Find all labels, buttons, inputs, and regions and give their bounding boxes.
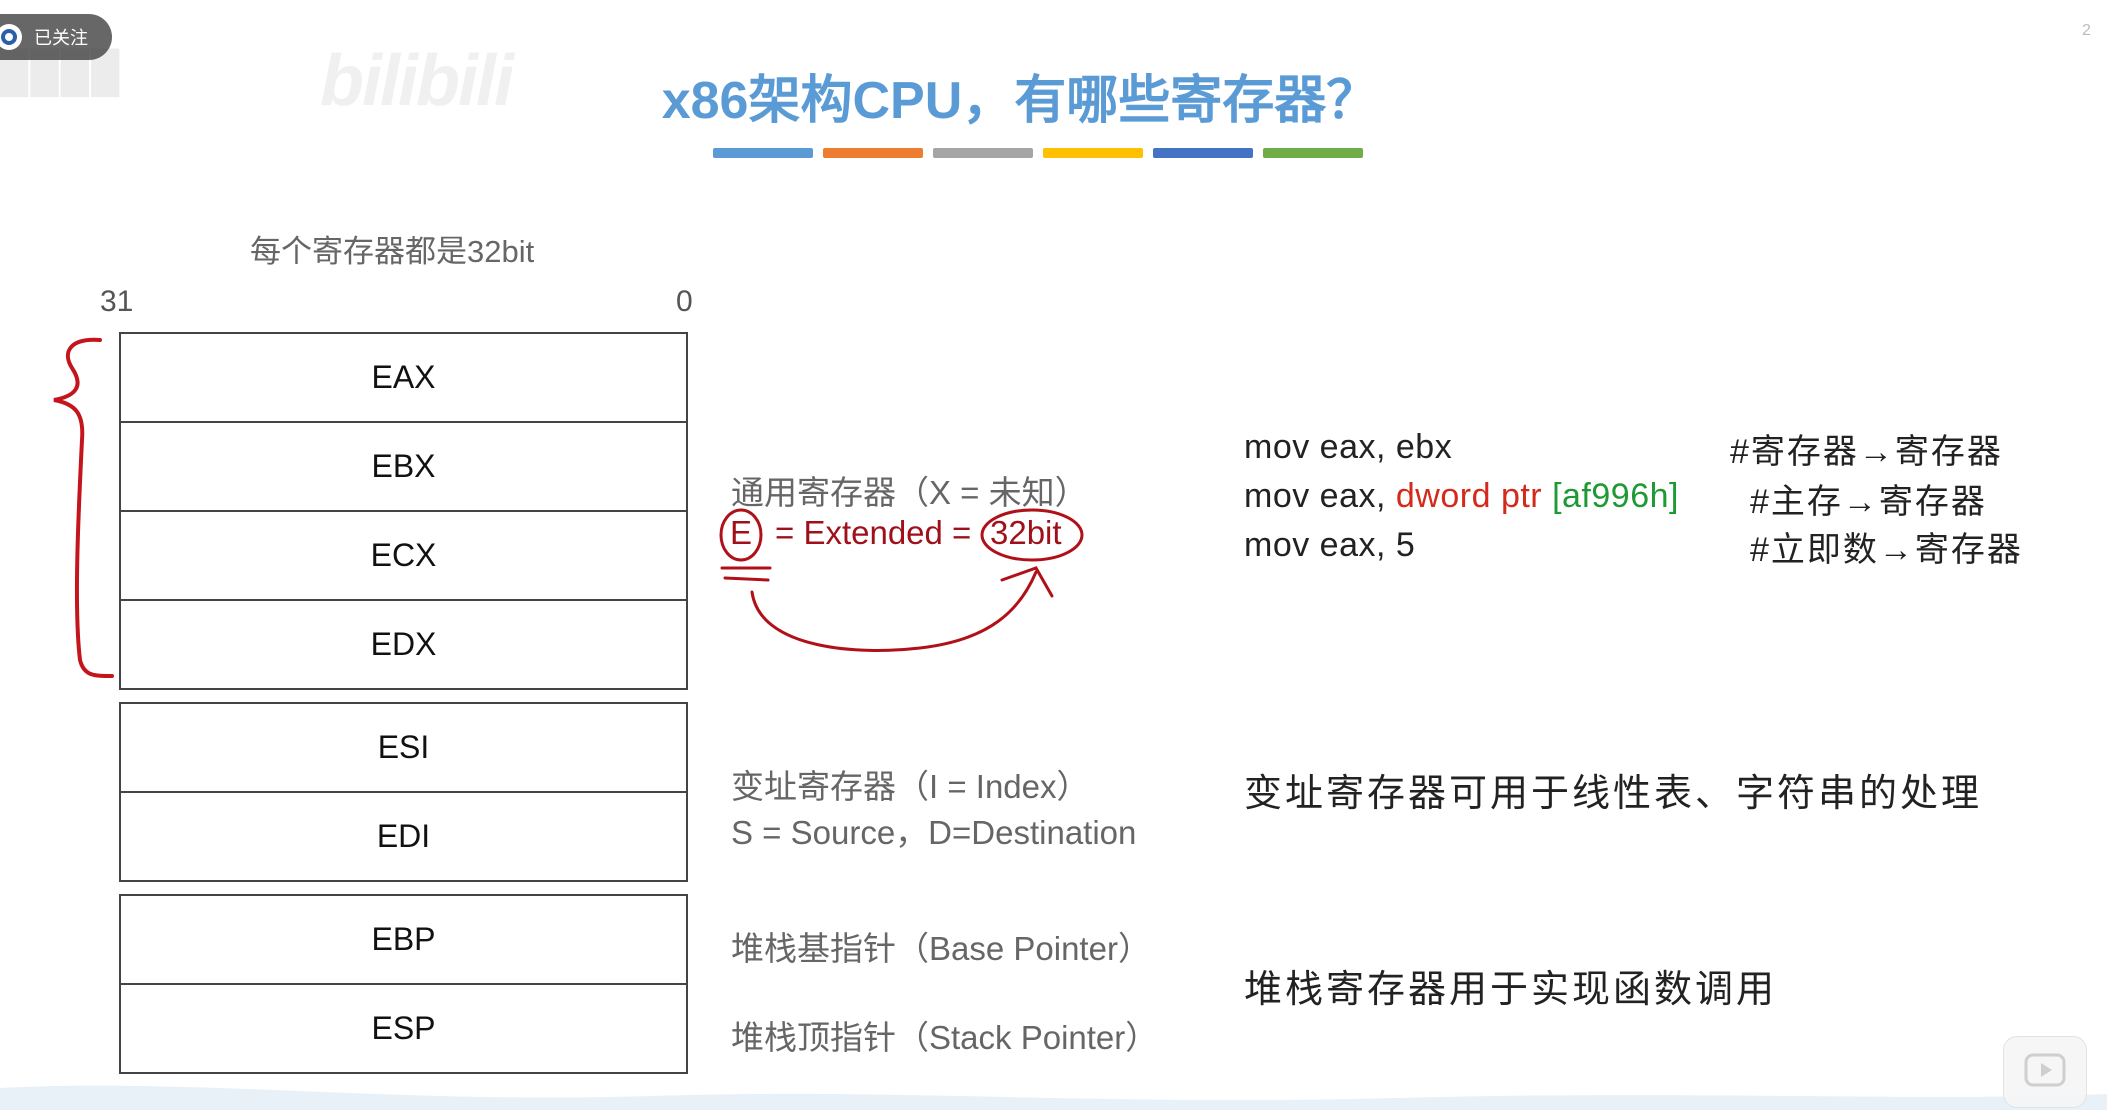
- code-line-1: mov eax, ebx: [1244, 428, 1453, 466]
- stack-register-group: EBP ESP: [119, 894, 688, 1074]
- slide-title: x86架构CPU，有哪些寄存器？: [661, 72, 1379, 130]
- accent-bar-5: [1153, 148, 1253, 158]
- register-ecx: ECX: [121, 512, 686, 601]
- code-line-3: mov eax, 5: [1244, 526, 1416, 564]
- extended-e-label: E: [730, 514, 753, 551]
- bit32-label: 32bit: [990, 514, 1062, 551]
- bilibili-watermark: bilibili: [320, 41, 514, 121]
- general-register-desc: 通用寄存器（X = 未知）: [731, 474, 1088, 511]
- red-arrow-head: [1000, 566, 1054, 598]
- base-pointer-desc: 堆栈基指针（Base Pointer）: [731, 930, 1151, 967]
- follow-label: 已关注: [34, 28, 88, 48]
- memory-address: [af996h]: [1552, 477, 1679, 515]
- register-width-note: 每个寄存器都是32bit: [250, 234, 535, 269]
- register-edx: EDX: [370, 626, 437, 662]
- code-comment-1: #寄存器→寄存器: [1730, 433, 2003, 471]
- red-arrow-curve: [750, 570, 1038, 652]
- corner-tag: 2: [2082, 22, 2091, 39]
- extended-label: = Extended =: [775, 514, 972, 551]
- follow-badge[interactable]: 已关注: [0, 14, 112, 60]
- red-curly-brace: [53, 337, 114, 678]
- stack-pointer-desc: 堆栈顶指针（Stack Pointer）: [731, 1019, 1159, 1056]
- index-usage-note: 变址寄存器可用于线性表、字符串的处理: [1244, 773, 1983, 815]
- index-register-desc: 变址寄存器（I = Index）: [731, 768, 1090, 805]
- channel-logo-icon: [0, 24, 22, 50]
- register-ebx: EBX: [121, 423, 686, 512]
- accent-bar-4: [1043, 148, 1143, 158]
- stack-usage-note: 堆栈寄存器用于实现函数调用: [1244, 969, 1778, 1011]
- accent-bar-6: [1263, 148, 1363, 158]
- code-line-2: mov eax, dword ptr [af996h]: [1244, 477, 1679, 515]
- index-register-group: ESI EDI: [119, 702, 688, 882]
- general-register-group: EAX EBX ECX EDX: [119, 332, 688, 690]
- register-esp: ESP: [371, 1010, 436, 1046]
- code-comment-2: #主存→寄存器: [1750, 483, 1987, 521]
- red-underline-e: [720, 566, 772, 582]
- accent-bar-2: [823, 148, 923, 158]
- register-edi: EDI: [376, 818, 431, 854]
- accent-bar-3: [933, 148, 1033, 158]
- bit-label-high: 31: [100, 285, 134, 318]
- bottom-wave-decoration: [0, 1085, 2107, 1110]
- register-eax: EAX: [121, 334, 686, 423]
- play-button[interactable]: [2003, 1036, 2087, 1108]
- register-ebp: EBP: [121, 896, 686, 985]
- play-icon: [2023, 1050, 2067, 1095]
- accent-color-bars: [713, 148, 1363, 158]
- bit-label-low: 0: [676, 285, 693, 318]
- dword-ptr-keyword: dword ptr: [1395, 477, 1553, 515]
- register-esi: ESI: [121, 704, 686, 793]
- code-comment-3: #立即数→寄存器: [1750, 531, 2023, 569]
- index-register-sd: S = Source，D=Destination: [731, 814, 1137, 851]
- accent-bar-1: [713, 148, 813, 158]
